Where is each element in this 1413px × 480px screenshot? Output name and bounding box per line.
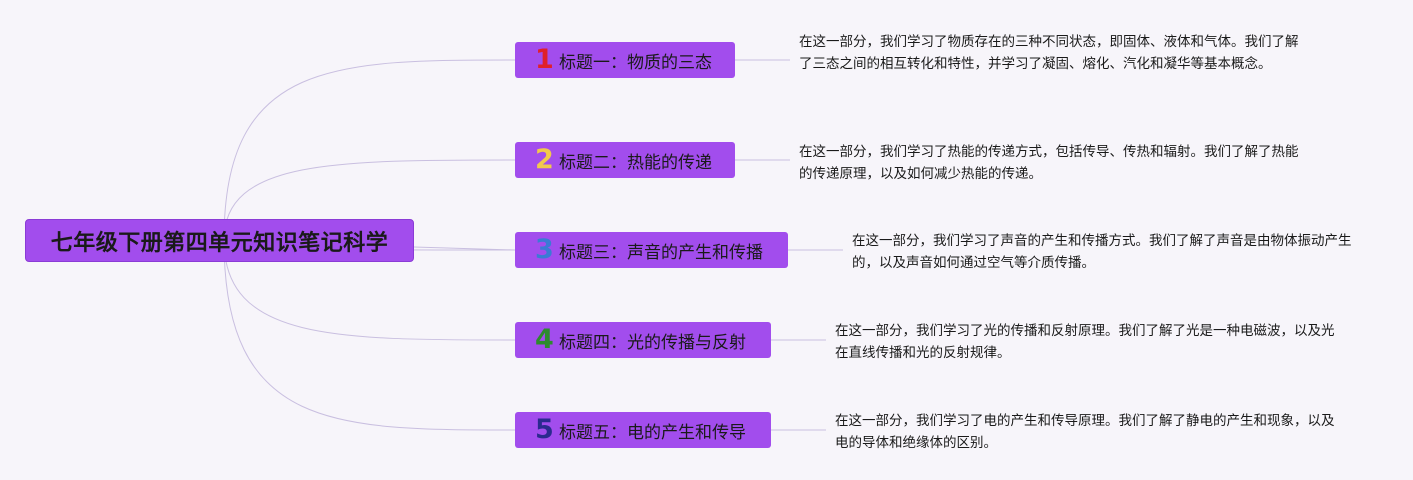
topic-number-1: 1 [535,44,554,75]
topic-number-4: 4 [535,324,554,355]
topic-label-5: 标题五：电的产生和传导 [559,422,746,443]
topic-label-4: 标题四：光的传播与反射 [559,332,746,353]
topic-description-2: 在这一部分，我们学习了热能的传递方式，包括传导、传热和辐射。我们了解了热能的传递… [799,144,1299,182]
topic-4[interactable]: 4 标题四：光的传播与反射 [515,322,771,358]
topic-1[interactable]: 1 标题一：物质的三态 [515,42,735,78]
topic-description-5: 在这一部分，我们学习了电的产生和传导原理。我们了解了静电的产生和现象，以及电的导… [835,413,1335,451]
root-topic[interactable]: 七年级下册第四单元知识笔记科学 [25,219,414,262]
branch-line-2 [223,159,516,241]
topic-3[interactable]: 3 标题三：声音的产生和传播 [515,232,788,268]
branch-line-1 [223,59,516,241]
branch-line-5 [223,239,516,431]
topic-2[interactable]: 2 标题二：热能的传递 [515,142,735,178]
topic-label-3: 标题三：声音的产生和传播 [559,242,763,263]
topic-number-5: 5 [535,414,554,445]
topic-5[interactable]: 5 标题五：电的产生和传导 [515,412,771,448]
topic-label-1: 标题一：物质的三态 [559,52,712,73]
topic-number-3: 3 [535,234,554,265]
root-to-topic-3-line [413,246,516,251]
topic-label-2: 标题二：热能的传递 [559,152,712,173]
topic-number-2: 2 [535,144,554,175]
root-title: 七年级下册第四单元知识笔记科学 [50,230,389,256]
topic-description-3: 在这一部分，我们学习了声音的产生和传播方式。我们了解了声音是由物体振动产生的，以… [852,233,1352,271]
topic-description-4: 在这一部分，我们学习了光的传播和反射原理。我们了解了光是一种电磁波，以及光在直线… [835,323,1335,361]
branch-line-4 [223,239,516,341]
topic-description-1: 在这一部分，我们学习了物质存在的三种不同状态，即固体、液体和气体。我们了解了三态… [799,34,1299,72]
